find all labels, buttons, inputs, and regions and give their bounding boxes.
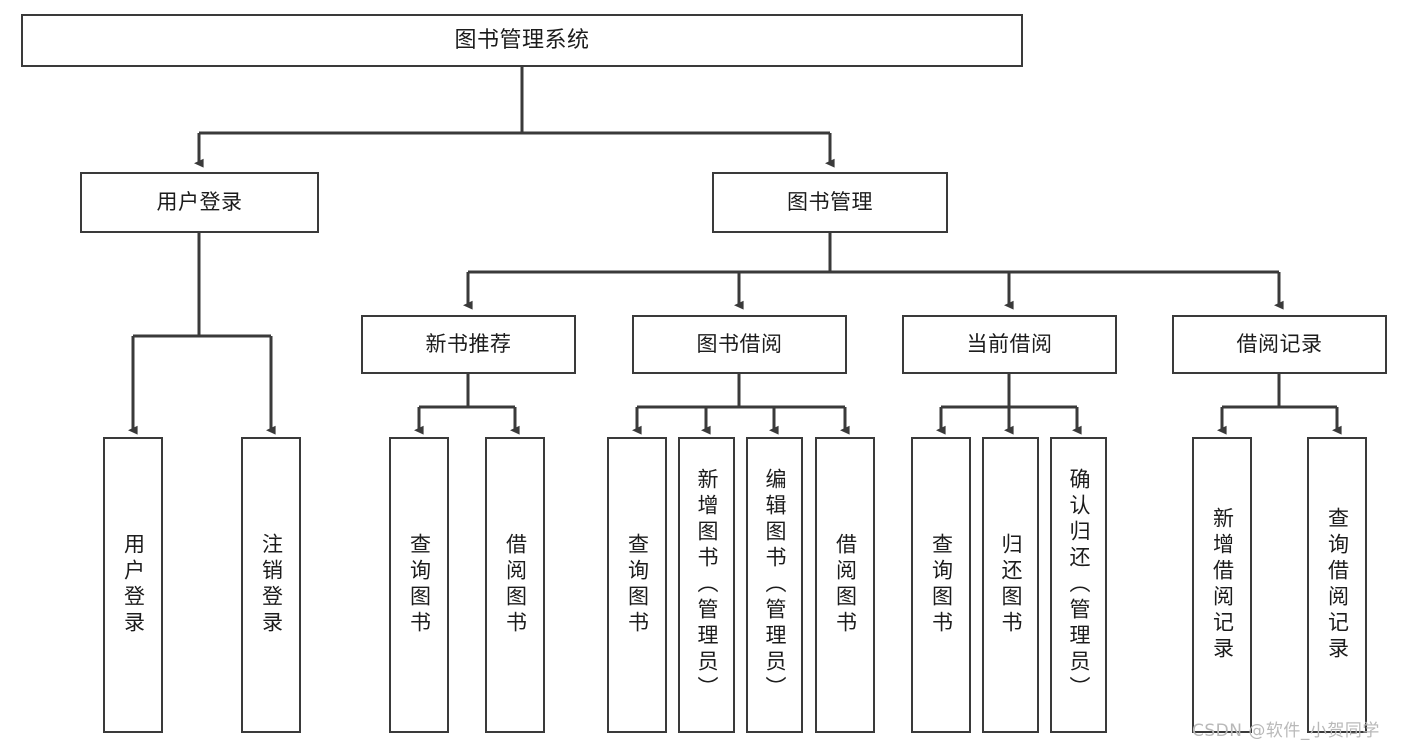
node-user-login[interactable]: 用户登录 xyxy=(80,172,319,233)
node-label: 新增借阅记录 xyxy=(1210,507,1235,663)
node-book-borrow[interactable]: 图书借阅 xyxy=(632,315,847,374)
node-label: 注销登录 xyxy=(259,533,284,637)
node-root-system[interactable]: 图书管理系统 xyxy=(21,14,1023,67)
node-label: 用户登录 xyxy=(156,190,243,215)
node-new-book-recommend[interactable]: 新书推荐 xyxy=(361,315,576,374)
node-label: 归还图书 xyxy=(999,533,1023,637)
node-book-management[interactable]: 图书管理 xyxy=(712,172,948,233)
leaf-return-book[interactable]: 归还图书 xyxy=(982,437,1039,733)
node-label: 图书借阅 xyxy=(696,332,783,357)
node-label: 编辑图书（管理员） xyxy=(763,468,787,702)
node-label: 当前借阅 xyxy=(966,332,1053,357)
node-label: 新增图书（管理员） xyxy=(695,468,719,702)
node-label: 查询借阅记录 xyxy=(1325,507,1350,663)
node-label: 图书管理系统 xyxy=(454,27,590,53)
csdn-watermark: CSDN @软件_小贺同学 xyxy=(1192,721,1380,741)
leaf-query-borrow-record[interactable]: 查询借阅记录 xyxy=(1307,437,1367,733)
leaf-logout[interactable]: 注销登录 xyxy=(241,437,301,733)
leaf-add-book-admin[interactable]: 新增图书（管理员） xyxy=(678,437,735,733)
leaf-query-book-borrow[interactable]: 查询图书 xyxy=(607,437,667,733)
leaf-edit-book-admin[interactable]: 编辑图书（管理员） xyxy=(746,437,803,733)
leaf-borrow-book-recommend[interactable]: 借阅图书 xyxy=(485,437,545,733)
node-borrow-record[interactable]: 借阅记录 xyxy=(1172,315,1387,374)
node-label: 确认归还（管理员） xyxy=(1067,468,1091,702)
node-label: 借阅记录 xyxy=(1236,332,1323,357)
node-label: 查询图书 xyxy=(929,533,954,637)
leaf-borrow-book[interactable]: 借阅图书 xyxy=(815,437,875,733)
node-current-borrow[interactable]: 当前借阅 xyxy=(902,315,1117,374)
node-label: 图书管理 xyxy=(787,190,873,215)
leaf-add-borrow-record[interactable]: 新增借阅记录 xyxy=(1192,437,1252,733)
node-label: 查询图书 xyxy=(625,533,650,637)
leaf-user-login[interactable]: 用户登录 xyxy=(103,437,163,733)
node-label: 借阅图书 xyxy=(503,533,528,637)
leaf-confirm-return-admin[interactable]: 确认归还（管理员） xyxy=(1050,437,1107,733)
node-label: 查询图书 xyxy=(407,533,432,637)
leaf-query-book-current[interactable]: 查询图书 xyxy=(911,437,971,733)
node-label: 新书推荐 xyxy=(425,332,512,357)
node-label: 用户登录 xyxy=(121,533,146,637)
leaf-query-book-recommend[interactable]: 查询图书 xyxy=(389,437,449,733)
node-label: 借阅图书 xyxy=(833,533,858,637)
